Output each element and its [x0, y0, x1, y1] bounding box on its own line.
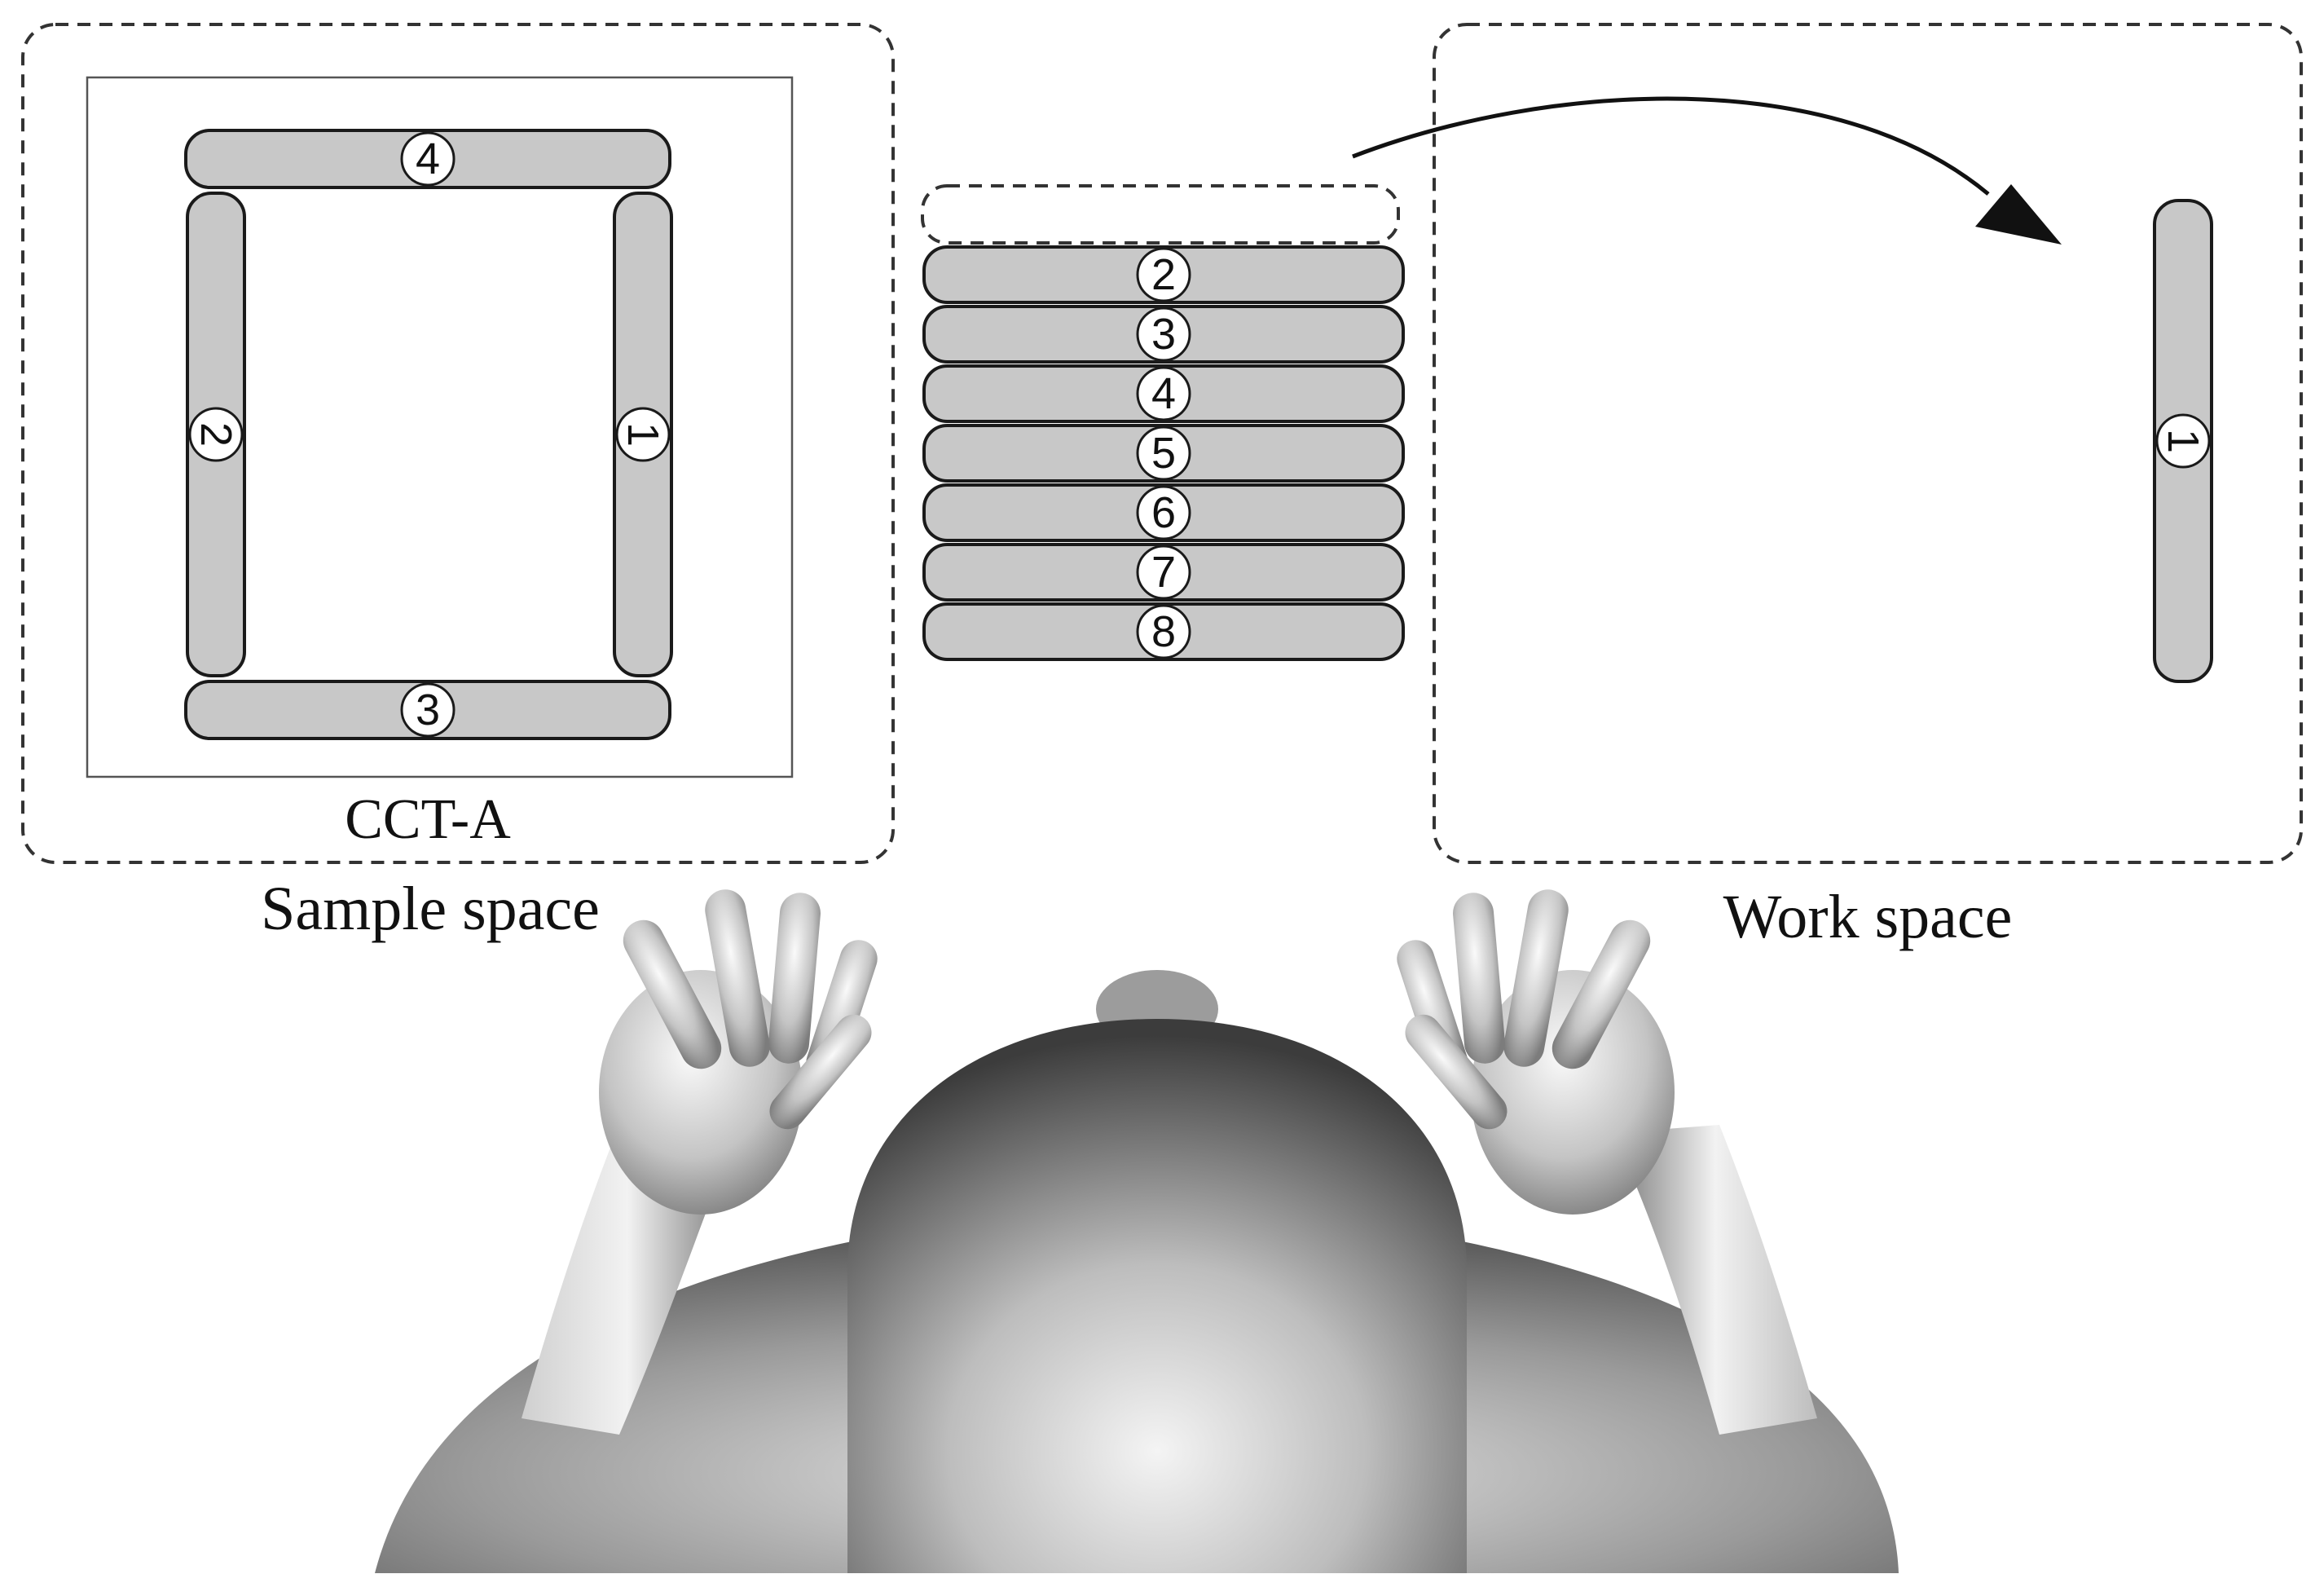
work-piece: 1: [2153, 199, 2213, 683]
piece-number: 4: [416, 134, 440, 183]
piece-number: 5: [1151, 429, 1176, 478]
piece-number-badge: [400, 682, 456, 738]
piece-number: 1: [618, 422, 667, 447]
sample-space-border: [21, 23, 895, 864]
piece-number: 8: [1151, 607, 1176, 656]
work-space-border: [1433, 23, 2303, 864]
pattern-name-label: CCT-A: [345, 788, 511, 851]
work-space-area: 1: [1433, 23, 2303, 864]
removed-piece-slot: [921, 184, 1400, 245]
sample-piece-bottom: 3: [184, 680, 671, 740]
work-space-label: Work space: [1723, 883, 2013, 951]
stack-piece: 8: [922, 602, 1405, 661]
piece-stack: 2 3 4 5 6 7 8: [921, 184, 1405, 661]
piece-number-badge: [1136, 604, 1191, 659]
piece-number: 6: [1151, 488, 1176, 537]
piece-number: 2: [1151, 250, 1176, 299]
stack-piece: 7: [922, 543, 1405, 602]
piece-number-badge: [1136, 306, 1191, 362]
piece-number-badge: [1136, 247, 1191, 302]
sample-piece-top: 4: [184, 129, 671, 189]
stack-piece: 3: [922, 305, 1405, 364]
piece-number-badge: [188, 407, 244, 462]
stack-piece: 6: [922, 483, 1405, 542]
left-hand: [599, 889, 878, 1215]
piece-number: 3: [416, 686, 440, 734]
sample-space-label: Sample space: [261, 875, 600, 943]
piece-number: 4: [1151, 369, 1176, 418]
right-hand: [1397, 889, 1675, 1215]
piece-number-badge: [1136, 425, 1191, 481]
sample-piece-right: 1: [613, 192, 673, 677]
sample-pattern: 1 2 3 4: [184, 129, 673, 740]
work-pattern: 1: [2153, 199, 2213, 683]
piece-number-badge: [400, 131, 456, 187]
piece-number: 3: [1151, 310, 1176, 359]
piece-number-badge: [1136, 544, 1191, 600]
curved-arrow-icon: [1352, 96, 2062, 245]
piece-number-badge: [1136, 485, 1191, 540]
piece-number: 7: [1151, 548, 1176, 597]
piece-number-badge: [2155, 413, 2211, 469]
piece-number: 1: [2159, 429, 2207, 453]
stack-piece: 2: [922, 245, 1405, 304]
stack-piece: 5: [922, 424, 1405, 483]
piece-number-badge: [1136, 366, 1191, 421]
sample-space-area: 1 2 3 4: [21, 23, 895, 864]
sample-piece-left: 2: [186, 192, 246, 677]
stack-piece: 4: [922, 364, 1405, 423]
right-arm: [1613, 1125, 1817, 1435]
person-top-view: [375, 889, 1899, 1573]
piece-number: 2: [191, 422, 240, 447]
head: [847, 1019, 1467, 1573]
piece-number-badge: [615, 407, 671, 462]
